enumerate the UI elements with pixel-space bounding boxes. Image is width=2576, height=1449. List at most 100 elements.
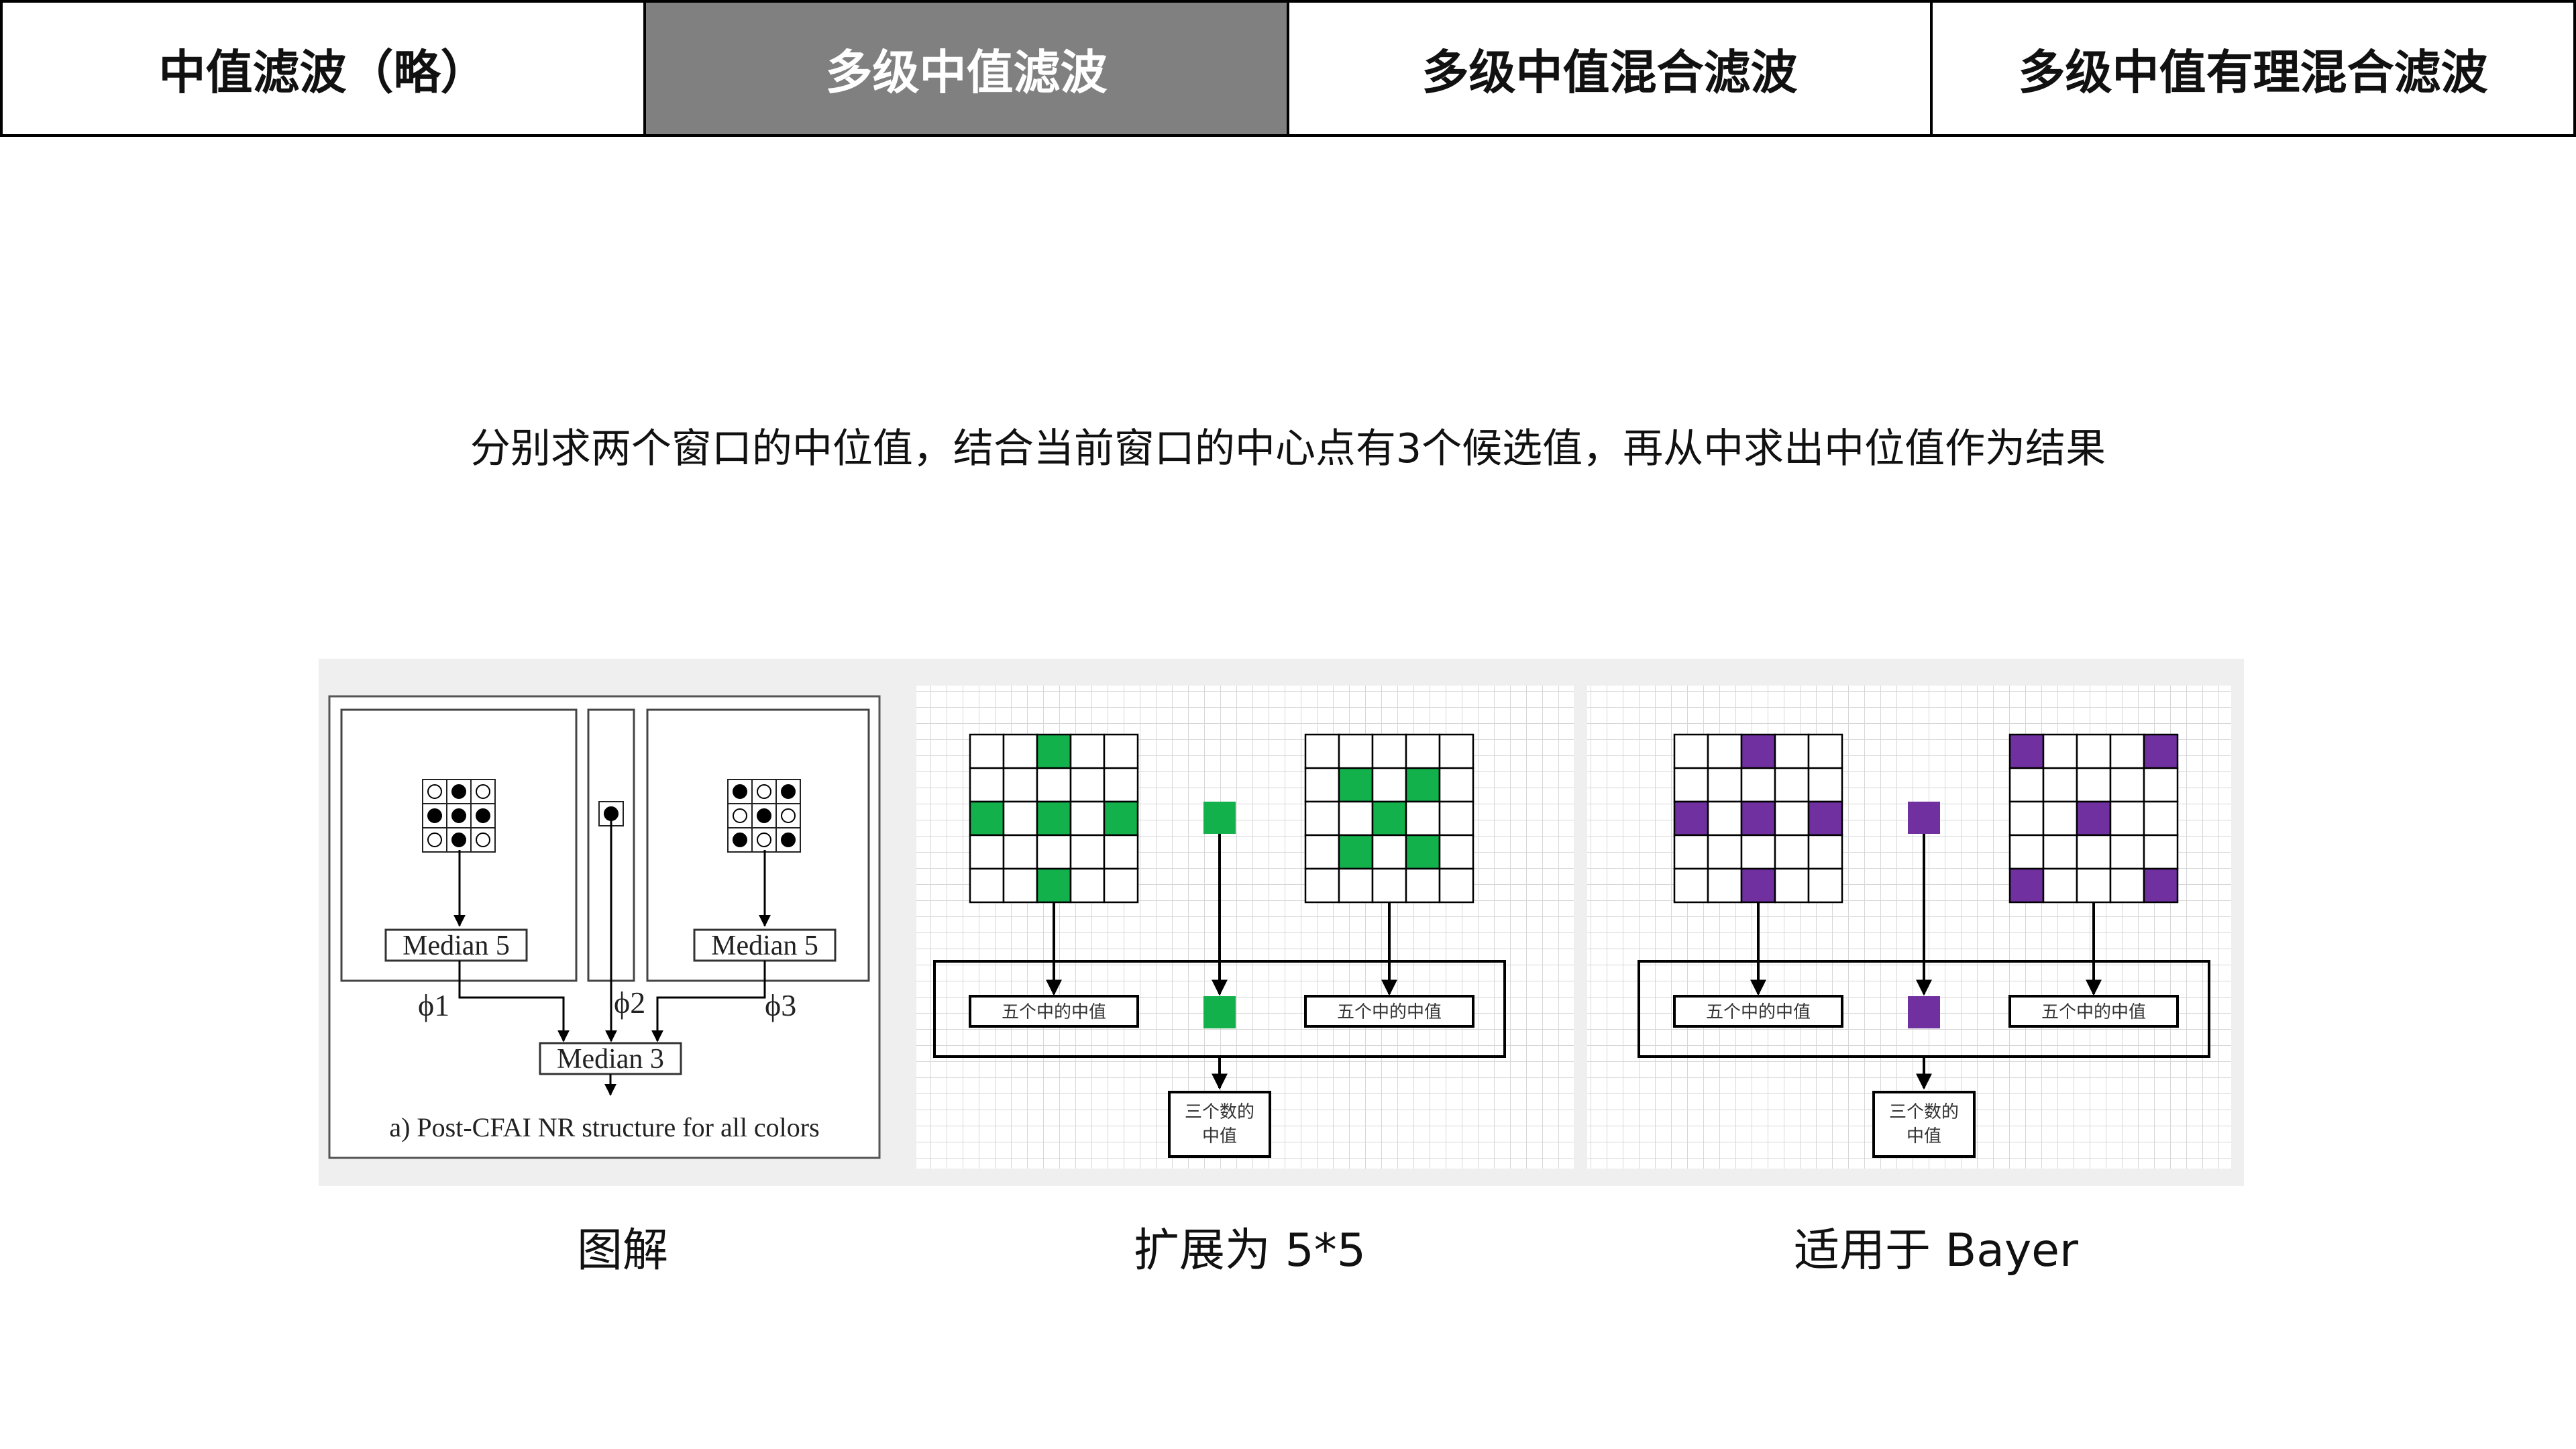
filled-pixel-dot [781,833,796,847]
window-cell [1069,834,1106,870]
bayer-diagram: 五个中的中值 五个中的中值 三个数的 中值 [1587,686,2231,1169]
empty-pixel-dot [757,833,771,847]
selected-pixel [1036,733,1072,769]
window-cell [1438,767,1474,803]
selected-pixel [969,800,1005,837]
window-cell [1036,767,1072,803]
tab-multilevel-median-rational-hybrid-filter[interactable]: 多级中值有理混合滤波 [1930,0,2576,137]
green-cross-5x5-window [969,733,1139,904]
selected-pixel [1405,767,1441,803]
purple-three-median-line2: 中值 [1907,1126,1941,1146]
window-cell [1036,834,1072,870]
window-cell [1103,733,1139,769]
window-cell [1707,733,1743,769]
window-cell [1673,834,1709,870]
original-structure-diagram: Median 5 Median 5 ϕ1 ϕ2 ϕ3 Median 3 a) P… [328,695,881,1159]
window-cell [2008,767,2045,803]
tab-multilevel-median-filter[interactable]: 多级中值滤波 [643,0,1289,137]
window-cell [1069,733,1106,769]
window-cell [2042,733,2078,769]
median3-label: Median 3 [557,1044,664,1075]
green-center-pixel [1203,802,1236,834]
tab-multilevel-median-hybrid-filter[interactable]: 多级中值混合滤波 [1287,0,1933,137]
window-cell [1371,867,1407,904]
window-cell [2109,767,2145,803]
window-cell [1438,733,1474,769]
window-cell [1405,867,1441,904]
purple-right-median-label: 五个中的中值 [2041,1002,2146,1022]
window-cell [1103,867,1139,904]
window-cell [969,867,1005,904]
window-cell [1740,767,1776,803]
green-center-candidate [1203,996,1236,1028]
tab-bar: 中值滤波（略） 多级中值滤波 多级中值混合滤波 多级中值有理混合滤波 [0,0,2576,137]
caption-illustration: 图解 [576,1224,669,1277]
window-cell [1707,834,1743,870]
selected-pixel [1807,800,1843,837]
empty-pixel-dot [733,808,747,823]
window-cell [1438,834,1474,870]
purple-left-median-label: 五个中的中值 [1706,1002,1811,1022]
phi2-label: ϕ2 [614,985,645,1020]
selected-pixel [1740,800,1776,837]
green-x-5x5-window [1304,733,1474,904]
empty-pixel-dot [476,784,490,799]
selected-pixel [1405,834,1441,870]
window-cell [2143,767,2179,803]
empty-pixel-dot [427,833,442,847]
purple-three-median-line1: 三个数的 [1889,1102,1959,1122]
window-cell [1807,867,1843,904]
window-cell [1338,867,1374,904]
green-right-median-label: 五个中的中值 [1337,1002,1442,1022]
selected-pixel [1740,867,1776,904]
window-cell [1304,800,1340,837]
window-cell [1774,800,1810,837]
filled-pixel-dot [733,833,747,847]
right-median5-label: Median 5 [711,930,818,961]
window-cell [969,733,1005,769]
left-3x3-window [422,779,496,853]
empty-pixel-dot [427,784,442,799]
window-cell [1707,867,1743,904]
window-cell [1673,867,1709,904]
selected-pixel [2143,867,2179,904]
selected-pixel [2008,733,2045,769]
right-3x3-window [727,779,801,853]
window-cell [2076,733,2112,769]
window-cell [1069,767,1106,803]
window-cell [969,834,1005,870]
purple-x-5x5-window [2008,733,2179,904]
window-cell [422,803,447,828]
window-cell [2076,767,2112,803]
window-cell [1740,834,1776,870]
window-cell [1807,733,1843,769]
selected-pixel [1036,867,1072,904]
window-cell [2143,834,2179,870]
window-cell [1304,767,1340,803]
window-cell [2076,834,2112,870]
window-cell [969,767,1005,803]
window-cell [1707,800,1743,837]
figure-panel: Median 5 Median 5 ϕ1 ϕ2 ϕ3 Median 3 a) P… [319,659,2244,1186]
green-left-median-label: 五个中的中值 [1002,1002,1106,1022]
selected-pixel [2076,800,2112,837]
green-three-median-line1: 三个数的 [1185,1102,1254,1122]
purple-cross-5x5-window [1673,733,1843,904]
window-cell [1371,767,1407,803]
window-cell [2008,800,2045,837]
window-cell [1807,767,1843,803]
window-cell [1774,867,1810,904]
window-cell [1338,733,1374,769]
window-cell [1438,800,1474,837]
window-cell [1371,733,1407,769]
window-cell [2008,834,2045,870]
tab-median-filter[interactable]: 中值滤波（略） [0,0,646,137]
selected-pixel [1103,800,1139,837]
extended-5x5-diagram: 五个中的中值 五个中的中值 三个数的 中值 [916,686,1574,1169]
phi3-label: ϕ3 [765,988,796,1022]
selected-pixel [1036,800,1072,837]
filled-pixel-dot [427,808,442,823]
window-cell [2109,800,2145,837]
window-cell [2076,867,2112,904]
window-cell [1774,733,1810,769]
